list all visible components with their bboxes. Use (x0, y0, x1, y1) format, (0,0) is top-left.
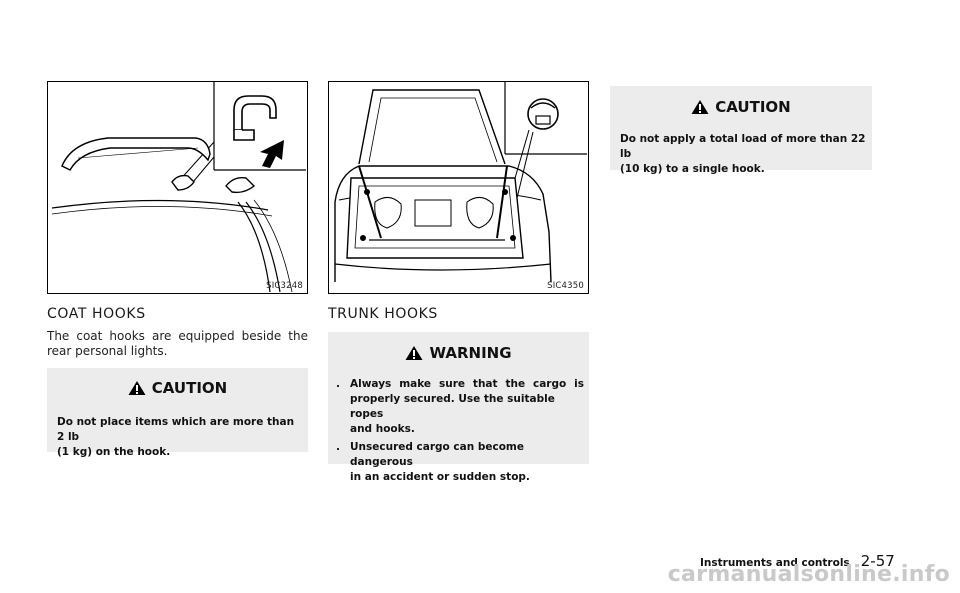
coat-hooks-body: The coat hooks are equipped beside the r… (47, 329, 308, 359)
warning-bullet-2: . Unsecured cargo can become dangerous i… (336, 440, 584, 485)
coat-hook-illustration (51, 82, 306, 292)
warning-triangle-icon (691, 100, 709, 114)
body-line: The coat hooks are equipped beside the (47, 329, 308, 343)
warning-title-text: WARNING (429, 344, 512, 362)
caution-title-text: CAUTION (715, 98, 791, 116)
footer-section: Instruments and controls (700, 557, 850, 569)
caution-line: (1 kg) on the hook. (57, 446, 171, 458)
coat-hooks-heading: COAT HOOKS (47, 306, 146, 322)
warning-triangle-icon (405, 346, 423, 360)
warning-bullets: . Always make sure that the cargo is pro… (336, 377, 584, 485)
page-footer: Instruments and controls 2-57 (700, 551, 895, 570)
bullet-symbol: . (336, 441, 340, 453)
trunk-hook-illustration (334, 82, 587, 283)
caution-line: (10 kg) to a single hook. (620, 163, 765, 175)
bullet-line: Unsecured cargo can become dangerous (350, 441, 524, 468)
caution-title: CAUTION (47, 379, 308, 397)
caution-line: Do not apply a total load of more than 2… (620, 133, 866, 160)
trunk-hooks-warning-box: WARNING . Always make sure that the carg… (328, 332, 589, 483)
warning-triangle-icon (128, 381, 146, 395)
bullet-line: in an accident or sudden stop. (350, 471, 530, 483)
caution-line: Do not place items which are more than 2… (57, 416, 295, 443)
caution-title-text: CAUTION (151, 379, 228, 397)
bullet-symbol: . (336, 378, 340, 390)
figure-code: SIC3248 (266, 281, 303, 291)
trunk-hooks-heading: TRUNK HOOKS (328, 306, 438, 322)
bullet-line: properly secured. Use the suitable ropes (350, 393, 555, 420)
trunk-hook-figure: SIC4350 (328, 81, 589, 294)
caution-title: CAUTION (610, 98, 872, 116)
right-caution-box: CAUTION Do not apply a total load of mor… (610, 86, 872, 175)
bullet-line: and hooks. (350, 423, 415, 435)
warning-bullet-1: . Always make sure that the cargo is pro… (336, 377, 584, 437)
coat-hook-figure: SIC3248 (47, 81, 308, 294)
watermark: carmanualsonline.info (667, 562, 950, 587)
body-line: rear personal lights. (47, 344, 168, 358)
caution-text: Do not place items which are more than 2… (57, 415, 302, 460)
bullet-line: Always make sure that the cargo is (350, 378, 584, 390)
coat-hooks-caution-box: CAUTION Do not place items which are mor… (47, 368, 308, 458)
caution-text: Do not apply a total load of more than 2… (620, 132, 868, 177)
warning-title: WARNING (328, 344, 589, 362)
footer-page-number: 2-57 (860, 552, 895, 570)
figure-code: SIC4350 (547, 281, 584, 291)
